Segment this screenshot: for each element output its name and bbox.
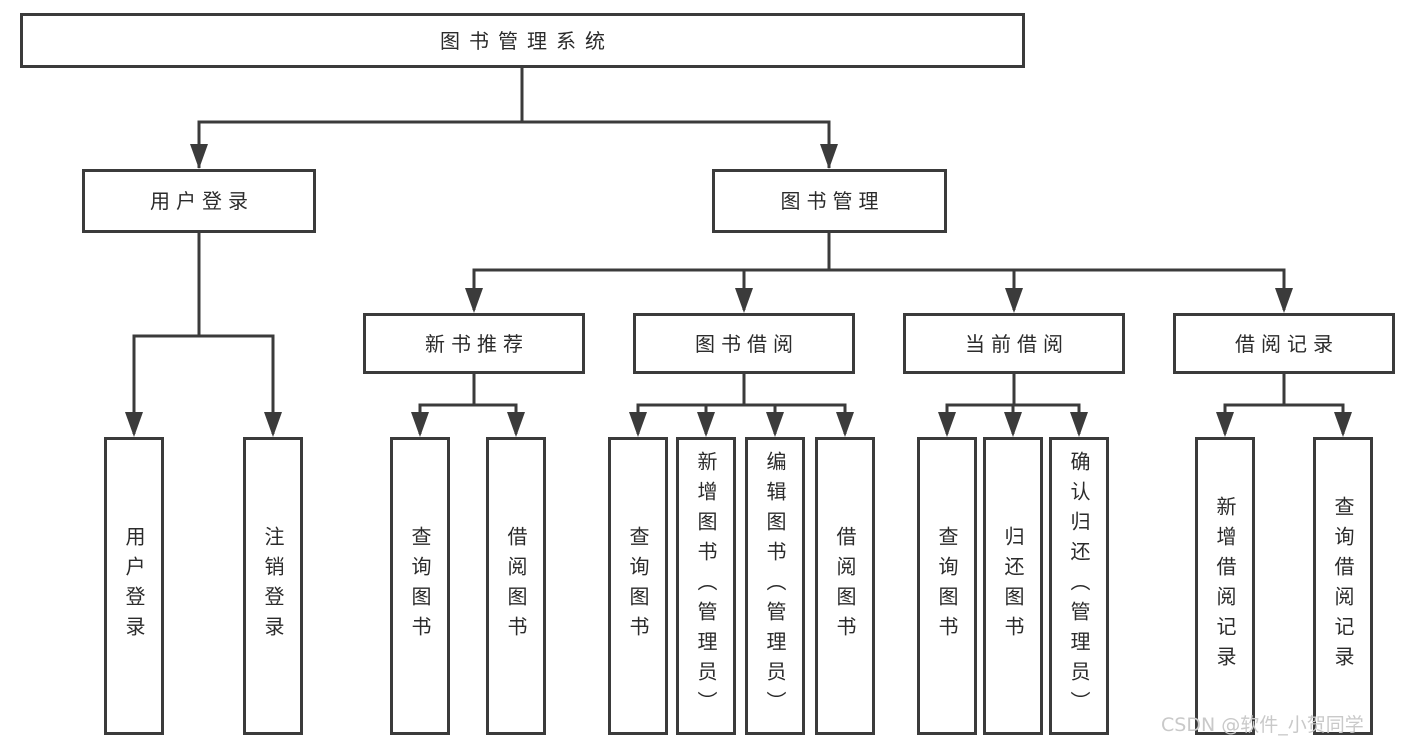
- node-book-borrowing: 图书借阅: [633, 313, 855, 374]
- node-label: 用户登录: [150, 189, 254, 213]
- leaf-borrow-books-borrowing: 借阅图书: [815, 437, 875, 735]
- node-new-book-recommendation: 新书推荐: [363, 313, 585, 374]
- node-label: 图书借阅: [695, 331, 799, 356]
- leaf-confirm-return-admin: 确认归还（管理员）: [1049, 437, 1109, 735]
- node-label: 借阅记录: [1235, 331, 1339, 356]
- leaf-edit-books-admin: 编辑图书（管理员）: [745, 437, 805, 735]
- node-label: 新增图书（管理员）: [694, 451, 718, 721]
- arrowheads: [125, 144, 1352, 437]
- leaf-logout: 注销登录: [243, 437, 303, 735]
- node-label: 查询图书: [626, 526, 650, 646]
- leaf-return-books: 归还图书: [983, 437, 1043, 735]
- leaf-user-login: 用户登录: [104, 437, 164, 735]
- wire-userlogin-branch: [132, 334, 275, 434]
- node-label: 当前借阅: [965, 331, 1069, 356]
- node-label: 新书推荐: [425, 331, 529, 356]
- wire-root-branch: [197, 120, 831, 168]
- wire-bookmgmt-branch: [472, 268, 1286, 310]
- leaf-query-books-borrowing: 查询图书: [608, 437, 668, 735]
- leaf-borrow-books-recommend: 借阅图书: [486, 437, 546, 735]
- node-label: 图书管理: [780, 189, 885, 213]
- node-borrowing-records: 借阅记录: [1173, 313, 1395, 374]
- node-label: 确认归还（管理员）: [1067, 451, 1091, 721]
- node-library-management-system: 图书管理系统: [20, 13, 1025, 68]
- leaf-query-borrow-record: 查询借阅记录: [1313, 437, 1373, 735]
- wire-borrowing-branch: [636, 403, 847, 434]
- node-label: 查询图书: [935, 526, 959, 646]
- node-user-login-module: 用户登录: [82, 169, 316, 233]
- node-current-borrowing: 当前借阅: [903, 313, 1125, 374]
- node-book-management: 图书管理: [712, 169, 947, 233]
- node-label: 查询图书: [408, 526, 432, 646]
- wire-records-branch: [1223, 403, 1345, 434]
- wire-recommend-branch: [418, 403, 518, 434]
- watermark: CSDN @软件_小贺同学: [1161, 714, 1364, 736]
- leaf-add-borrow-record: 新增借阅记录: [1195, 437, 1255, 735]
- node-label: 新增借阅记录: [1213, 496, 1237, 676]
- leaf-query-books-current: 查询图书: [917, 437, 977, 735]
- node-label: 编辑图书（管理员）: [763, 451, 787, 721]
- node-label: 用户登录: [122, 526, 146, 646]
- node-label: 借阅图书: [833, 526, 857, 646]
- node-label: 归还图书: [1001, 526, 1025, 646]
- node-label: 借阅图书: [504, 526, 528, 646]
- node-label: 图书管理系统: [440, 28, 614, 53]
- leaf-add-books-admin: 新增图书（管理员）: [676, 437, 736, 735]
- node-label: 查询借阅记录: [1331, 496, 1355, 676]
- node-label: 注销登录: [261, 526, 285, 646]
- leaf-query-books-recommend: 查询图书: [390, 437, 450, 735]
